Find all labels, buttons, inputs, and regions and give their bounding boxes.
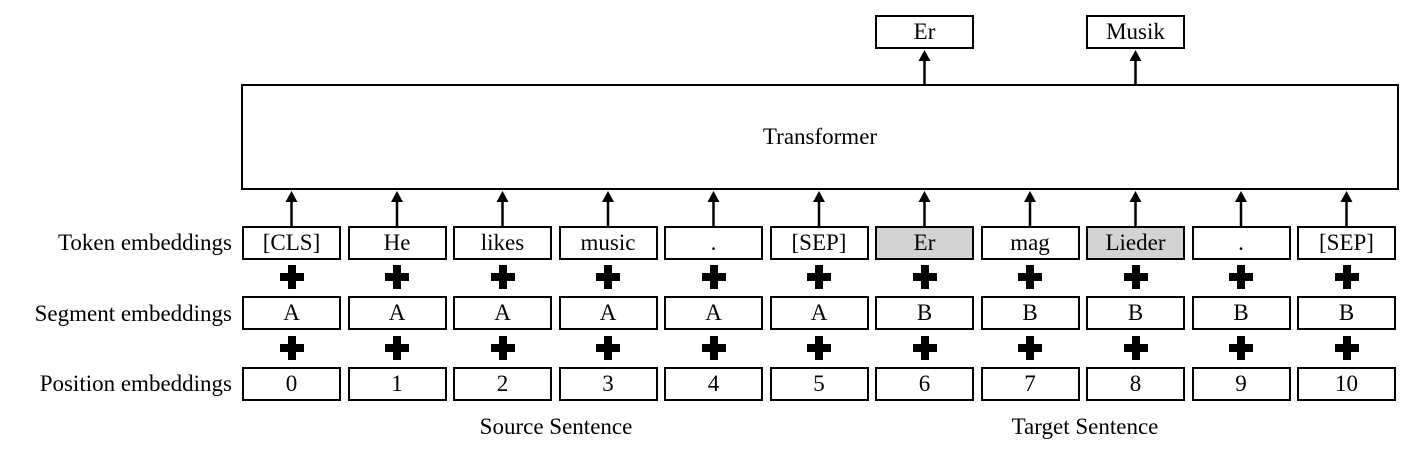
plus-icon [490, 336, 515, 360]
plus-icon [279, 265, 304, 289]
plus-icon [912, 336, 937, 360]
plus-icon [912, 265, 937, 289]
plus-icon [1334, 336, 1359, 360]
position-box: 1 [347, 367, 447, 401]
plus-icon [1229, 265, 1253, 289]
token-box: Lieder [1086, 226, 1185, 260]
plus-icon [701, 265, 726, 289]
segment-box: B [1086, 296, 1185, 330]
plus-icon [1229, 336, 1253, 360]
token-box: music [558, 226, 658, 260]
source-sentence-caption: Source Sentence [479, 414, 633, 439]
token-to-transformer-arrow [1235, 191, 1247, 226]
token-box: likes [453, 226, 552, 260]
segment-box: B [980, 296, 1080, 330]
plus-icon [807, 265, 831, 289]
position-box: 10 [1297, 367, 1396, 401]
token-to-transformer-arrow [496, 191, 509, 226]
segment-box: B [1191, 296, 1291, 330]
position-box: 9 [1191, 367, 1291, 401]
position-box: 5 [769, 367, 869, 401]
plus-icon [1334, 265, 1359, 289]
token-to-transformer-arrow [1024, 191, 1036, 226]
segment-box: A [664, 296, 763, 330]
plus-icon [596, 265, 620, 289]
plus-icon [1018, 336, 1042, 360]
position-box: 4 [664, 367, 763, 401]
transformer-to-output-arrow [1129, 50, 1142, 84]
token-to-transformer-arrow [1340, 191, 1353, 226]
token-to-transformer-arrow [707, 191, 720, 226]
output-token-box: Er [875, 15, 974, 49]
segment-box: A [453, 296, 552, 330]
position-box: 3 [558, 367, 658, 401]
token-box: [SEP] [769, 226, 869, 260]
token-to-transformer-arrow [391, 191, 403, 226]
plus-icon [1123, 336, 1148, 360]
position-box: 8 [1086, 367, 1185, 401]
transformer-to-output-arrow [918, 50, 931, 84]
token-box: [SEP] [1297, 226, 1396, 260]
segment-box: A [347, 296, 447, 330]
plus-icon [385, 265, 409, 289]
position-box: 7 [980, 367, 1080, 401]
token-box: mag [980, 226, 1080, 260]
token-to-transformer-arrow [813, 191, 825, 226]
plus-icon [279, 336, 304, 360]
segment-box: B [1297, 296, 1396, 330]
segment-box: A [242, 296, 341, 330]
token-embeddings-label: Token embeddings [57, 230, 232, 255]
plus-icon [701, 336, 726, 360]
token-to-transformer-arrow [918, 191, 931, 226]
plus-icon [490, 265, 515, 289]
position-box: 2 [453, 367, 552, 401]
position-box: 6 [875, 367, 974, 401]
output-token-box: Musik [1086, 15, 1185, 49]
position-embeddings-label: Position embeddings [39, 371, 232, 396]
token-box: Er [875, 226, 974, 260]
plus-icon [1018, 265, 1042, 289]
position-box: 0 [242, 367, 341, 401]
segment-box: A [558, 296, 658, 330]
token-to-transformer-arrow [602, 191, 614, 226]
token-to-transformer-arrow [285, 191, 298, 226]
token-box: [CLS] [242, 226, 341, 260]
plus-icon [1123, 265, 1148, 289]
token-to-transformer-arrow [1129, 191, 1142, 226]
transformer-block: Transformer [241, 84, 1399, 190]
token-box: He [347, 226, 447, 260]
token-box: . [664, 226, 763, 260]
plus-icon [385, 336, 409, 360]
segment-box: A [769, 296, 869, 330]
segment-box: B [875, 296, 974, 330]
plus-icon [807, 336, 831, 360]
plus-icon [596, 336, 620, 360]
segment-embeddings-label: Segment embeddings [34, 301, 232, 326]
target-sentence-caption: Target Sentence [1011, 414, 1159, 439]
token-box: . [1191, 226, 1291, 260]
